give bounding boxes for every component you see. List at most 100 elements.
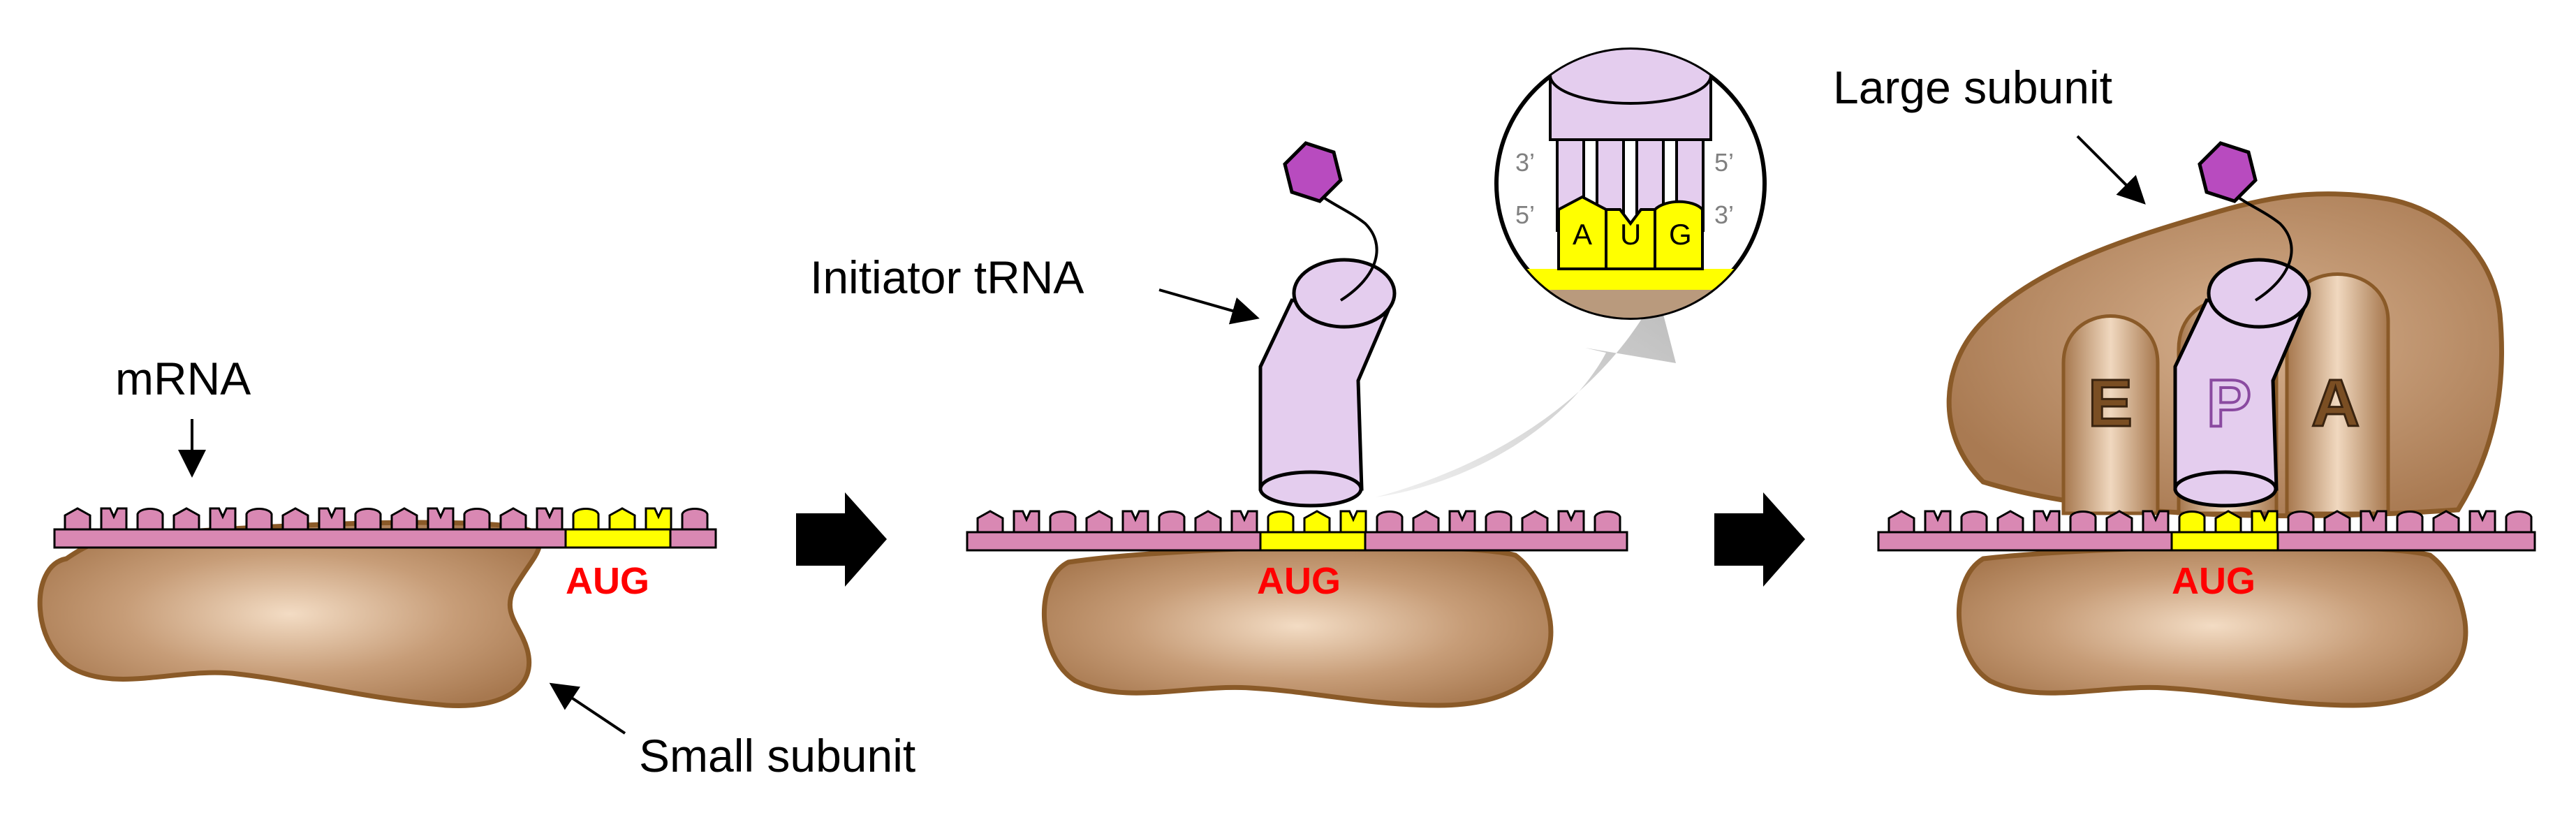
nucleotide (1996, 510, 2024, 534)
start-codon-segment (564, 528, 672, 549)
trna-top (1292, 258, 1397, 329)
nucleotide (1230, 510, 1258, 534)
start-codon-segment (2170, 531, 2279, 552)
site-label-a: A (2311, 366, 2360, 441)
nucleotide (1303, 510, 1331, 534)
nucleotide (1412, 510, 1440, 534)
site-label-p: P (2207, 366, 2251, 441)
right-arrow-icon (1714, 492, 1805, 587)
nucleotide (245, 508, 273, 531)
trna-bottom (1258, 470, 1363, 508)
nucleotide (1924, 510, 1952, 534)
right-arrow-icon (796, 492, 887, 587)
nucleotide (1594, 511, 1621, 534)
nucleotide (2396, 511, 2424, 534)
nucleotide (1194, 510, 1222, 534)
small-subunit-shape (37, 520, 542, 709)
nucleotide (608, 507, 636, 531)
nucleotide (1521, 510, 1549, 534)
nucleotide (536, 507, 564, 531)
nucleotide (318, 507, 346, 531)
nucleotide (499, 507, 527, 531)
nucleotide (1339, 510, 1367, 534)
inset-label-top-left: 3’ (1515, 148, 1535, 177)
nucleotide (427, 507, 455, 531)
mrna-strand (1877, 510, 2536, 552)
inset-label-top-right: 5’ (1714, 148, 1734, 177)
nucleotide (1158, 511, 1186, 534)
trna-top (2207, 258, 2311, 329)
nucleotide (354, 508, 382, 531)
start-codon-label: AUG (566, 560, 649, 602)
nucleotide (1121, 510, 1149, 534)
trna-bottom (2173, 470, 2278, 508)
large-subunit-label: Large subunit (1833, 61, 2112, 113)
nucleotide (2178, 511, 2206, 534)
initiator-trna-label: Initiator tRNA (810, 251, 1084, 303)
large-subunit-pointer-arrow (2076, 135, 2146, 205)
site-label-e: E (2088, 366, 2133, 441)
initiator-trna (1258, 141, 1397, 508)
trna-amino-acid-link (1311, 187, 1378, 302)
mrna-strand (966, 510, 1628, 552)
start-codon-segment (1259, 531, 1367, 552)
nucleotide (100, 507, 128, 531)
mrna-label: mRNA (115, 353, 251, 404)
nucleotide (1267, 511, 1295, 534)
nucleotide (2287, 511, 2315, 534)
hexagon-icon (2198, 141, 2258, 203)
nucleotide (1448, 510, 1476, 534)
nucleotide (681, 508, 709, 531)
nucleotide (136, 508, 164, 531)
small-subunit-pointer-arrow (549, 682, 626, 735)
start-codon-label: AUG (2172, 560, 2255, 602)
start-codon-label: AUG (1257, 560, 1341, 602)
inset-base-a: A (1573, 218, 1592, 251)
codon-anticodon-inset: A U G 3’ 5’ 5’ 3’ (1494, 47, 1767, 320)
nucleotide (172, 507, 200, 531)
nucleotide (2142, 510, 2170, 534)
nucleotide (209, 507, 237, 531)
small-subunit-label: Small subunit (639, 730, 915, 781)
inset-base-g: G (1669, 218, 1692, 251)
nucleotide (645, 507, 672, 531)
nucleotide (1485, 511, 1513, 534)
zoom-arrow (1376, 304, 1676, 497)
trna-body (1258, 298, 1392, 491)
hexagon-icon (1283, 141, 1343, 203)
nucleotide (2432, 510, 2460, 534)
panel-full-ribosome: E A P AUG Large subunit (1833, 61, 2536, 708)
nucleotide (1376, 511, 1404, 534)
nucleotide (1085, 510, 1113, 534)
nucleotide (390, 507, 418, 531)
e-site (2061, 314, 2160, 515)
nucleotide (2105, 510, 2133, 534)
inset-label-bottom-right: 3’ (1714, 200, 1734, 229)
nucleotide (976, 510, 1004, 534)
panel-small-subunit-mrna: mRNA AUG Small subunit (37, 353, 915, 781)
nucleotide (1960, 511, 1988, 534)
nucleotide (2069, 511, 2097, 534)
nucleotide (1887, 510, 1915, 534)
nucleotide (1013, 510, 1040, 534)
nucleotide (1557, 510, 1585, 534)
nucleotide (572, 508, 600, 531)
initiator-trna (2173, 141, 2311, 508)
nucleotide (2505, 511, 2533, 534)
nucleotide (2033, 510, 2061, 534)
inset-label-bottom-left: 5’ (1515, 200, 1535, 229)
nucleotide (2468, 510, 2496, 534)
nucleotide (64, 507, 91, 531)
nucleotide (463, 508, 491, 531)
nucleotide (2214, 510, 2242, 534)
mrna-strand (53, 507, 717, 549)
panel-initiator-trna: Initiator tRNA AUG A U G 3’ 5’ (810, 47, 1767, 708)
nucleotide (2251, 510, 2279, 534)
trna-pointer-arrow (1158, 288, 1260, 325)
nucleotide (2360, 510, 2387, 534)
inset-base-u: U (1620, 218, 1641, 251)
nucleotide (281, 507, 309, 531)
trna-amino-acid-link (2226, 187, 2293, 302)
nucleotide (2323, 510, 2351, 534)
